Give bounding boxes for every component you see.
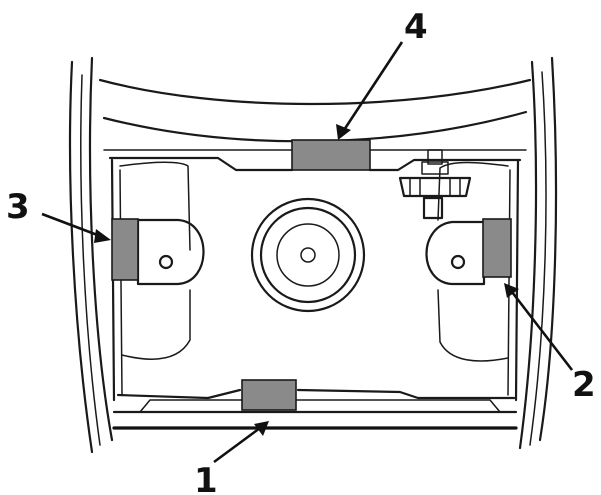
compartment	[110, 158, 520, 430]
callout-3: 3	[6, 187, 30, 227]
pad-4	[291, 139, 371, 171]
callout-1: 1	[194, 461, 218, 495]
outer-frame	[68, 56, 558, 454]
right-mount-bracket	[425, 220, 486, 286]
arrow-1	[213, 426, 261, 464]
left-mount-bracket	[136, 218, 205, 286]
arrow-4	[342, 41, 404, 131]
pads	[111, 139, 512, 411]
leader-arrows	[41, 41, 574, 464]
pad-1	[241, 379, 297, 411]
callout-2: 2	[572, 365, 596, 405]
center-speaker-icon	[250, 197, 366, 313]
pad-3	[111, 218, 139, 281]
callout-4: 4	[404, 7, 428, 47]
connector-icon	[398, 149, 472, 220]
pad-2	[482, 218, 512, 278]
arrow-2	[510, 291, 574, 371]
arrow-3	[41, 212, 101, 238]
callout-labels: 4 3 2 1	[6, 7, 596, 495]
